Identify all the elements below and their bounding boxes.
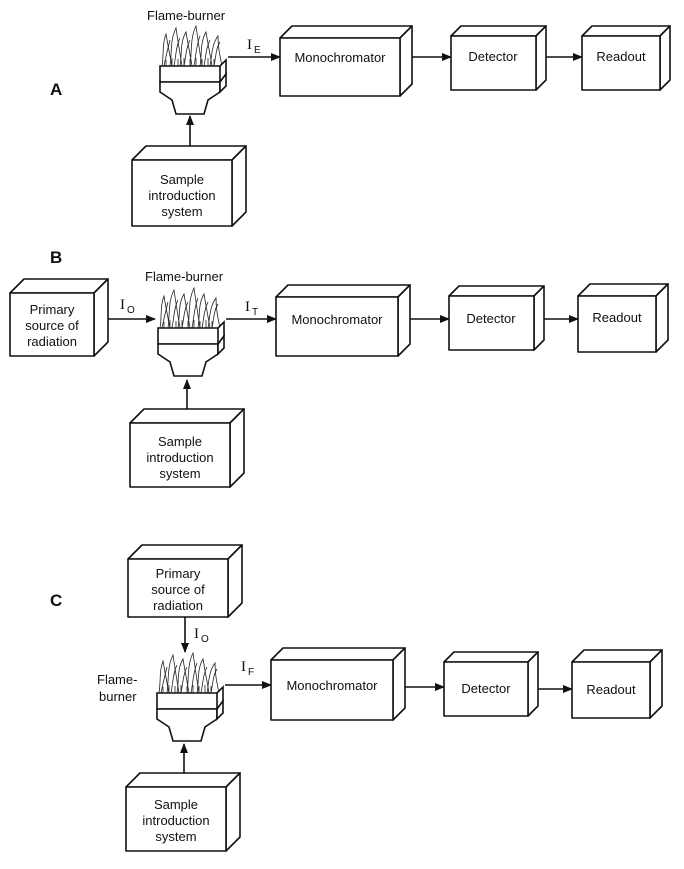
panel-b-monochromator-label: Monochromator	[291, 312, 383, 327]
panel-b-intensity-sub: T	[252, 307, 258, 318]
panel-a-detector-box: Detector	[450, 25, 547, 91]
panel-a-readout-box: Readout	[581, 25, 671, 91]
panel-a-readout-label: Readout	[596, 49, 646, 64]
panel-b-detector-label: Detector	[466, 311, 516, 326]
panel-b-sample-line-3: system	[159, 466, 200, 481]
panel-c-source-intensity-symbol: I	[194, 626, 199, 642]
panel-b-monochromator-box: Monochromator	[275, 284, 411, 357]
panel-a-sample-line-3: system	[161, 204, 202, 219]
panel-b-detector-box: Detector	[448, 285, 545, 351]
panel-c-detector-box: Detector	[443, 651, 539, 717]
panel-a-letter: A	[50, 80, 62, 99]
panel-b-source-intensity-sub: O	[127, 305, 135, 316]
panel-a-sample-line-1: Sample	[160, 172, 204, 187]
panel-c: C Primary source of radiation I O Flame-…	[50, 544, 663, 852]
panel-b-sample-line-2: introduction	[146, 450, 213, 465]
panel-b-source-line-1: Primary	[30, 302, 75, 317]
panel-b-flame-burner	[157, 287, 225, 377]
panel-c-source-intensity-sub: O	[201, 634, 209, 645]
panel-a-detector-label: Detector	[468, 49, 518, 64]
panel-a-flame-burner	[159, 25, 227, 115]
panel-b-intensity-symbol: I	[245, 299, 250, 315]
panel-b-source-intensity-symbol: I	[120, 297, 125, 313]
panel-c-intensity-sub: F	[248, 667, 254, 678]
panel-a-intensity-sub: E	[254, 45, 261, 56]
panel-b-sample-line-1: Sample	[158, 434, 202, 449]
panel-a-monochromator-label: Monochromator	[294, 50, 386, 65]
panel-c-source-line-2: source of	[151, 582, 205, 597]
panel-b-sample-box: Sample introduction system	[129, 408, 245, 488]
panel-c-monochromator-box: Monochromator	[270, 647, 406, 721]
panel-a-monochromator-box: Monochromator	[279, 25, 413, 97]
panel-b: B Flame-burner Primary source of radiati…	[9, 248, 669, 488]
panel-c-letter: C	[50, 591, 62, 610]
panel-c-readout-label: Readout	[586, 682, 636, 697]
panel-a-flame-label: Flame-burner	[147, 8, 226, 23]
panel-c-sample-line-2: introduction	[142, 813, 209, 828]
panel-c-monochromator-label: Monochromator	[286, 678, 378, 693]
panel-c-detector-label: Detector	[461, 681, 511, 696]
panel-b-source-line-2: source of	[25, 318, 79, 333]
panel-c-source-line-1: Primary	[156, 566, 201, 581]
panel-b-source-box: Primary source of radiation	[9, 278, 109, 357]
panel-c-source-box: Primary source of radiation	[127, 544, 243, 618]
panel-c-flame-burner	[156, 652, 224, 742]
panel-b-readout-label: Readout	[592, 310, 642, 325]
panel-c-intensity-symbol: I	[241, 659, 246, 675]
panel-a: A Flame-burner I E Monochromator Detecto…	[50, 8, 671, 227]
panel-b-letter: B	[50, 248, 62, 267]
panel-c-flame-label-2: burner	[99, 689, 137, 704]
panel-b-readout-box: Readout	[577, 283, 669, 353]
panel-c-source-line-3: radiation	[153, 598, 203, 613]
panel-c-readout-box: Readout	[571, 649, 663, 719]
panel-c-sample-line-1: Sample	[154, 797, 198, 812]
panel-b-flame-label: Flame-burner	[145, 269, 224, 284]
panel-c-sample-box: Sample introduction system	[125, 772, 241, 852]
panel-a-sample-box: Sample introduction system	[131, 145, 247, 227]
panel-b-source-line-3: radiation	[27, 334, 77, 349]
panel-a-sample-line-2: introduction	[148, 188, 215, 203]
panel-a-intensity-symbol: I	[247, 37, 252, 53]
panel-c-sample-line-3: system	[155, 829, 196, 844]
panel-c-flame-label-1: Flame-	[97, 672, 137, 687]
